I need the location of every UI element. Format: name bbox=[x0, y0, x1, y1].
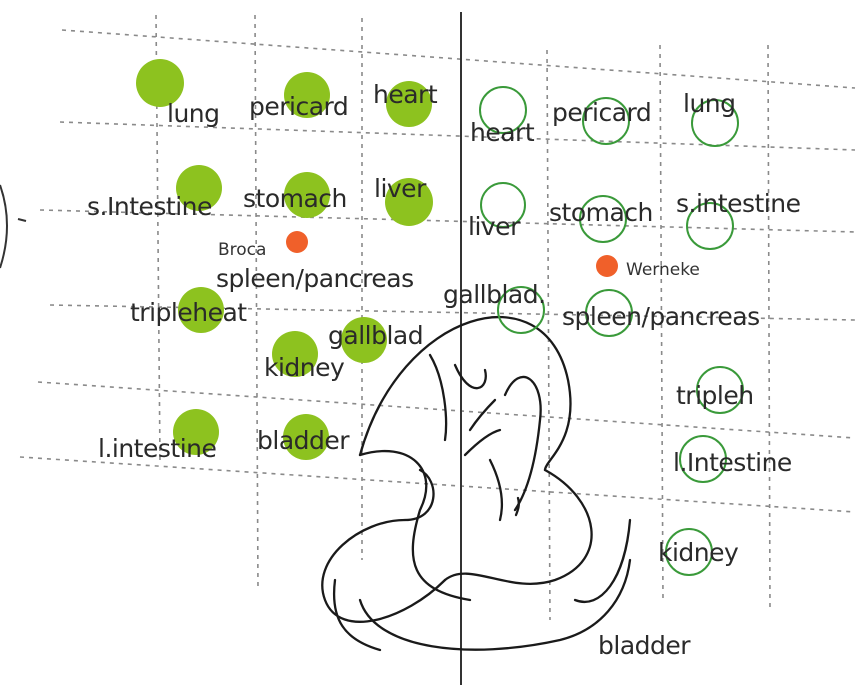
point-liver-left bbox=[385, 178, 433, 226]
point-s-intestine-right bbox=[686, 202, 734, 250]
label-stomach-right: stomach bbox=[549, 198, 653, 227]
point-lung-left bbox=[136, 59, 184, 107]
point-l-intestine-right bbox=[679, 435, 727, 483]
label-s-intestine-left: s.Intestine bbox=[87, 192, 212, 221]
left-ear-points bbox=[136, 59, 433, 460]
label-gallblad-left: gallblad bbox=[328, 321, 424, 350]
label-tripleh-right: tripleh bbox=[676, 381, 754, 410]
label-kidney-right: kidney bbox=[658, 538, 739, 567]
label-broca: Broca bbox=[218, 240, 267, 260]
point-stomach-right bbox=[579, 195, 627, 243]
grid-horizontal-lines bbox=[19, 29, 856, 513]
point-stomach-left bbox=[284, 172, 330, 218]
point-s-intestine-left bbox=[176, 165, 222, 211]
point-gallblad-right bbox=[497, 286, 545, 334]
label-spleen-pancreas-right: spleen/pancreas bbox=[562, 302, 760, 331]
point-heart-left bbox=[386, 81, 432, 127]
label-spleen-pancreas-left: spleen/pancreas bbox=[216, 264, 414, 293]
label-heart-right: heart bbox=[470, 118, 535, 147]
label-liver-right: liver bbox=[468, 212, 520, 241]
label-stomach-left: stomach bbox=[243, 184, 347, 213]
point-lung-right bbox=[691, 99, 739, 147]
point-kidney-right bbox=[665, 528, 713, 576]
label-bladder-right: bladder bbox=[598, 631, 691, 660]
point-spleen-pancreas-right bbox=[585, 289, 633, 337]
label-l-intestine-left: l.intestine bbox=[98, 434, 217, 463]
label-lung-left: lung bbox=[167, 99, 220, 128]
label-lung-right: lung bbox=[683, 89, 736, 118]
label-l-intestine-right: l.Intestine bbox=[673, 448, 792, 477]
right-ear-points bbox=[479, 86, 744, 576]
label-pericard-right: pericard bbox=[552, 98, 652, 127]
point-pericard-right bbox=[582, 97, 630, 145]
label-heart-left: heart bbox=[373, 80, 438, 109]
point-gallblad-left bbox=[341, 317, 387, 363]
brain-points bbox=[286, 231, 618, 277]
label-gallblad-right: gallblad. bbox=[443, 280, 546, 309]
label-bladder-left: bladder bbox=[257, 426, 350, 455]
edge-dash bbox=[17, 218, 27, 222]
label-tripleheat-left: tripleheat bbox=[130, 298, 247, 327]
point-tripleheat-left bbox=[178, 287, 224, 333]
point-kidney-left bbox=[272, 331, 318, 377]
point-broca bbox=[286, 231, 308, 253]
point-werneke bbox=[596, 255, 618, 277]
point-tripleh-right bbox=[696, 366, 744, 414]
label-pericard-left: pericard bbox=[249, 92, 349, 121]
point-pericard-left bbox=[284, 72, 330, 118]
label-liver-left: liver bbox=[374, 174, 426, 203]
point-bladder-left bbox=[283, 414, 329, 460]
label-s-intestine-right: s.intestine bbox=[676, 189, 801, 218]
point-liver-right bbox=[480, 182, 526, 228]
ear-drawing bbox=[321, 315, 632, 652]
point-heart-right bbox=[479, 86, 527, 134]
edge-arc bbox=[0, 184, 8, 269]
label-werneke: Werneke bbox=[626, 260, 700, 280]
point-l-intestine-left bbox=[173, 409, 219, 455]
label-kidney-left: kidney bbox=[264, 353, 345, 382]
